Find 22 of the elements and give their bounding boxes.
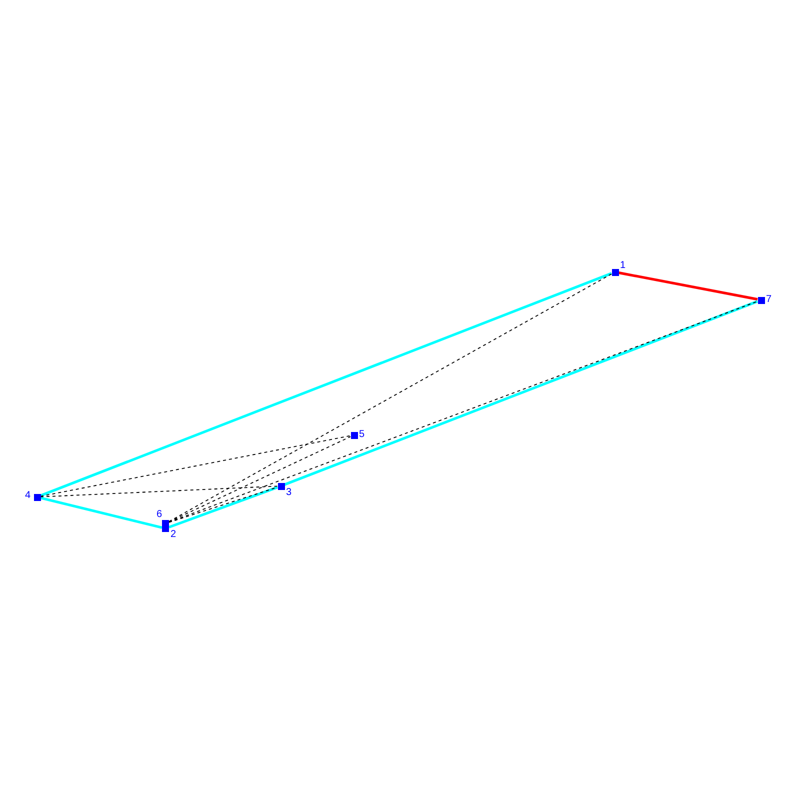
point-number: 4	[25, 491, 31, 501]
dashed-line	[168, 300, 758, 523]
point-number: 5	[359, 430, 365, 440]
point-number: 3	[286, 488, 292, 498]
point-marker	[612, 268, 618, 276]
dashed-line	[168, 436, 351, 522]
point-marker	[350, 432, 358, 438]
point-number: 6	[156, 510, 162, 520]
line	[618, 271, 758, 301]
dashed-line	[40, 486, 278, 498]
point-number: 1	[620, 261, 626, 271]
point-number: 7	[766, 295, 772, 305]
point-marker	[758, 296, 764, 304]
point-marker	[34, 494, 40, 500]
line	[40, 496, 162, 529]
point-marker	[278, 482, 284, 490]
dashed-line	[40, 435, 351, 497]
line	[284, 300, 758, 486]
point-number: 2	[170, 530, 176, 540]
dashed-line	[168, 274, 612, 522]
line	[40, 272, 612, 497]
point-marker	[162, 525, 169, 532]
